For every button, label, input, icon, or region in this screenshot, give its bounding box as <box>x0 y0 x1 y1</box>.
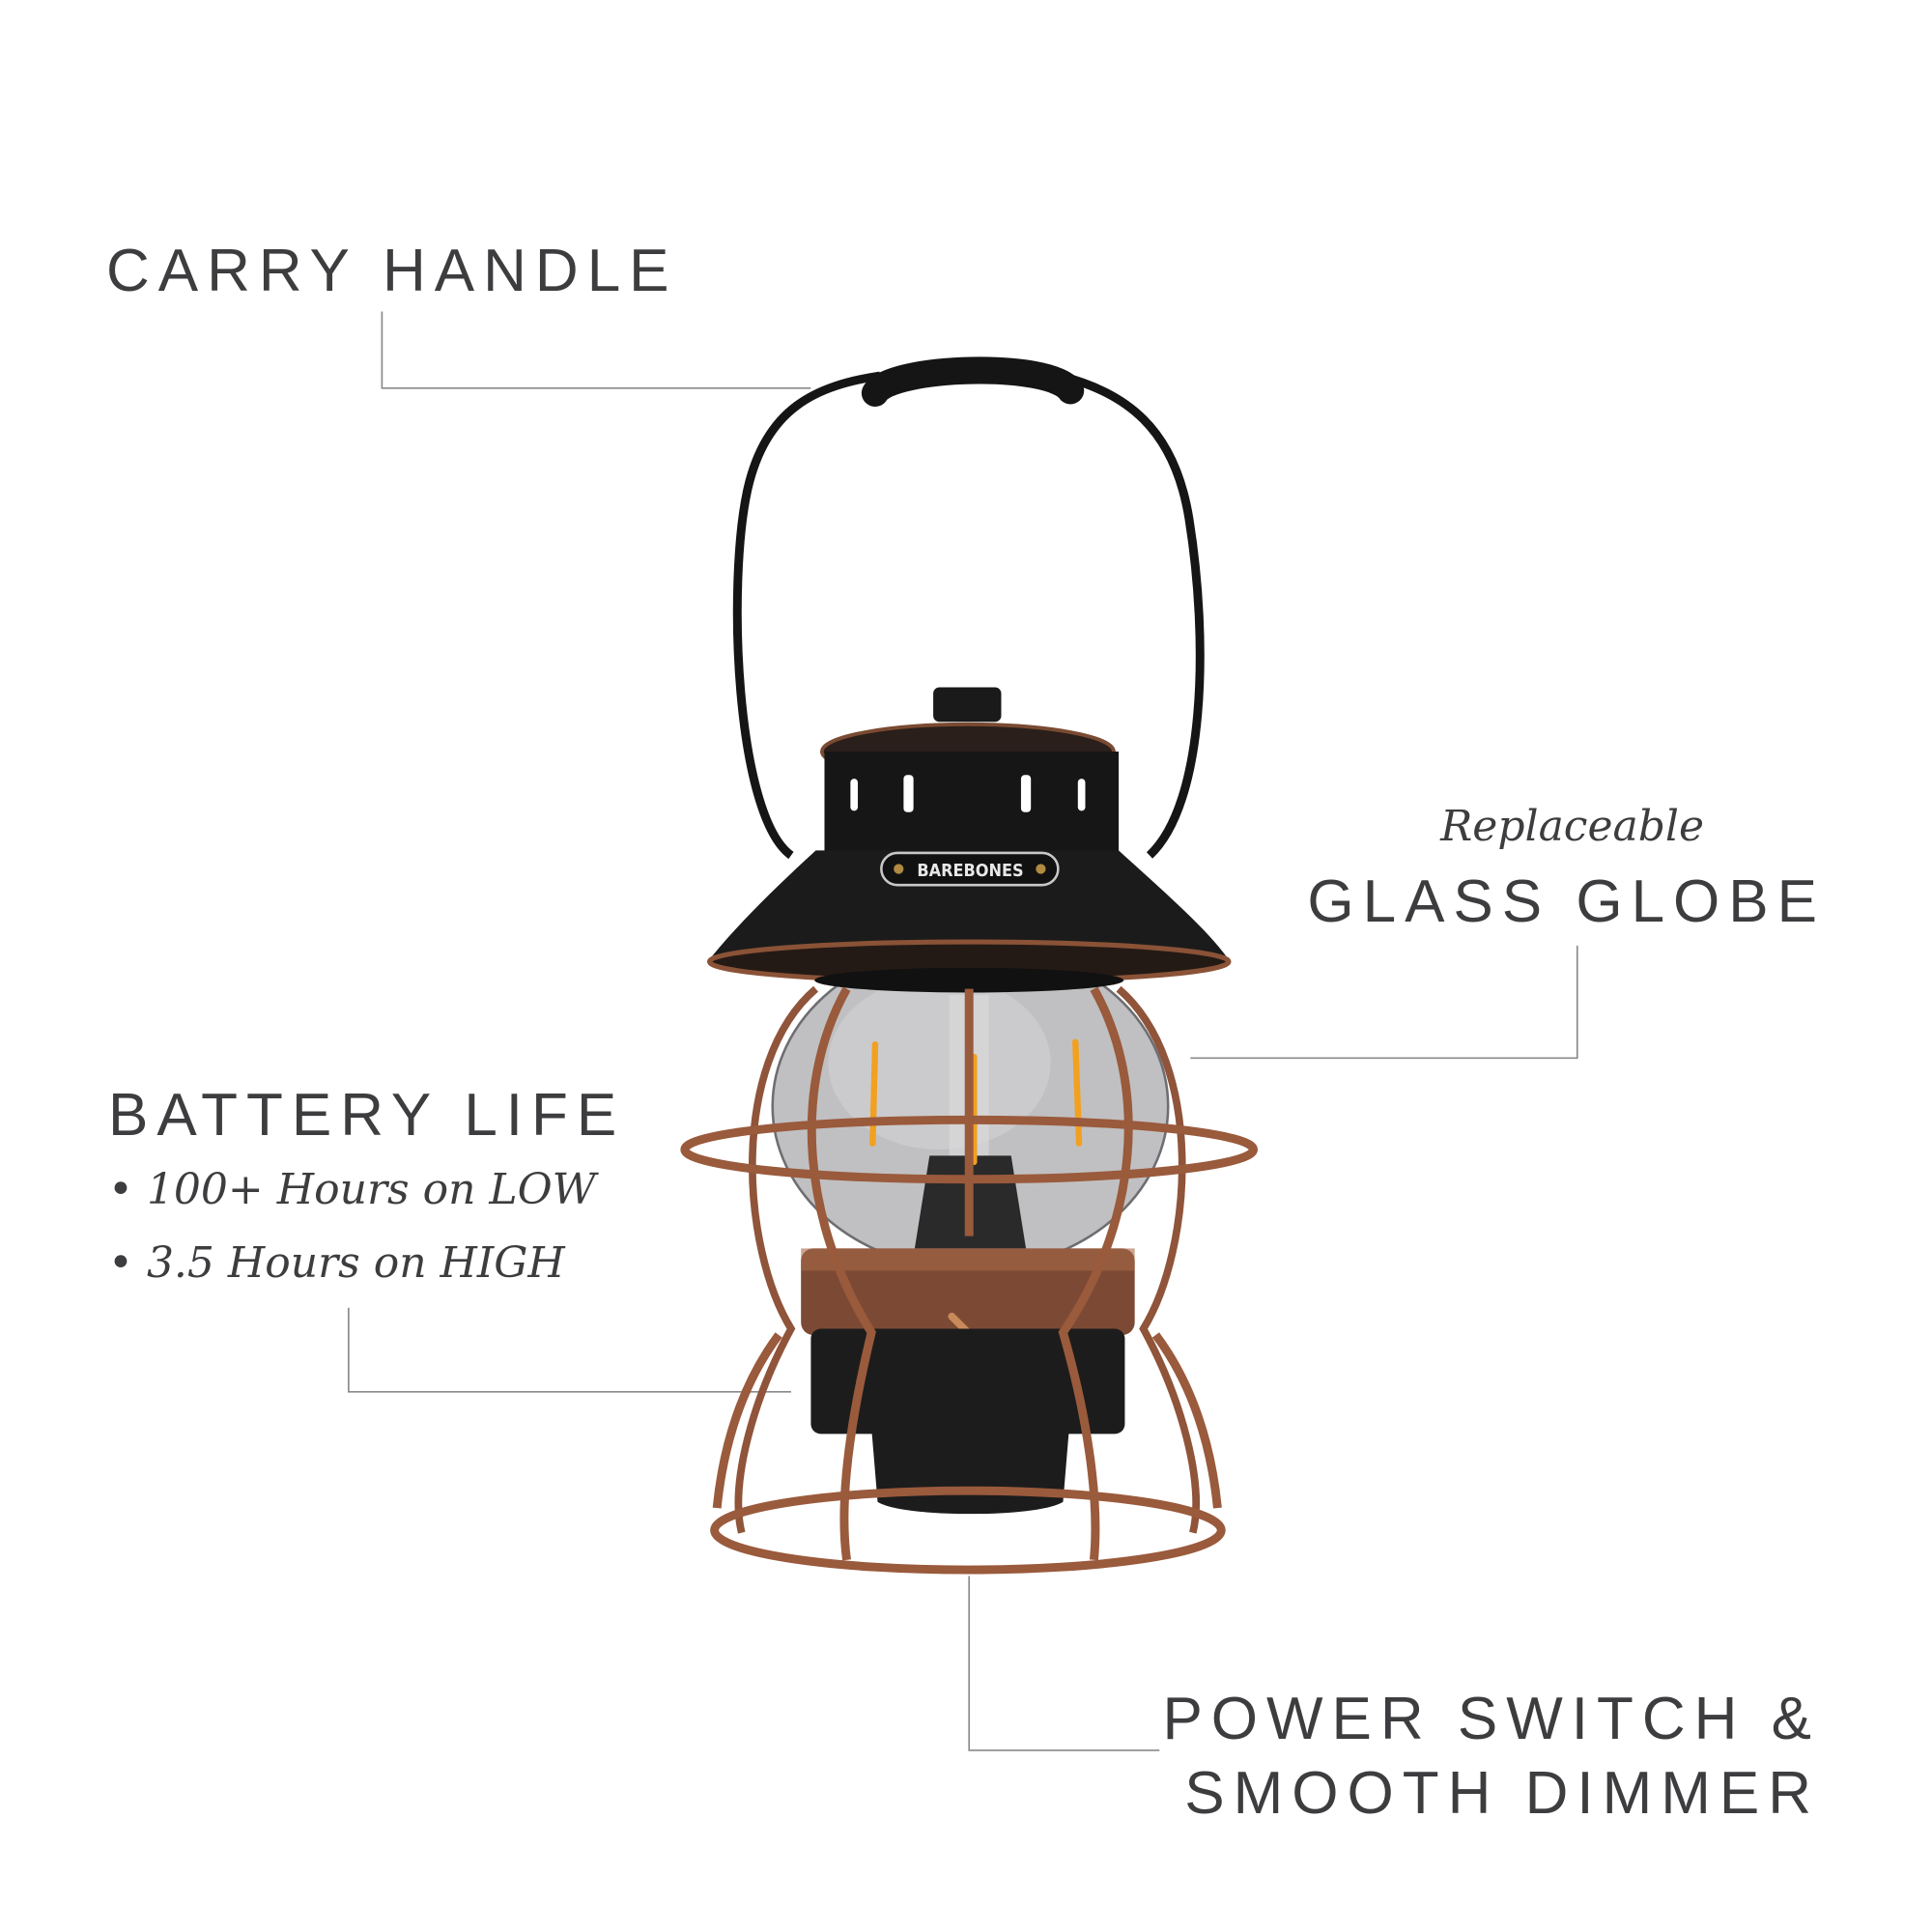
battery-base <box>810 1328 1125 1435</box>
lantern-hood <box>710 850 1228 958</box>
top-knob <box>933 687 1002 723</box>
power-switch-label-line1: POWER SWITCH & <box>1162 1686 1820 1752</box>
glass-globe-leader <box>1190 945 1578 1060</box>
battery-life-low: • 100+ Hours on LOW <box>108 1165 596 1214</box>
leader-lines <box>348 311 1578 1751</box>
led-filaments <box>869 1038 1083 1166</box>
glass-globe-label: GLASS GLOBE <box>1307 868 1826 935</box>
handle-grip <box>861 356 1085 407</box>
brand-badge-text: BAREBONES <box>917 861 1023 881</box>
cage-bottom-ring <box>710 1486 1226 1575</box>
handle-wire <box>732 371 1205 860</box>
power-switch-leader <box>968 1576 1160 1751</box>
glass-globe-prefix: Replaceable <box>1440 802 1704 851</box>
power-switch-label-line2: SMOOTH DIMMER <box>1184 1760 1820 1827</box>
carry-handle-leader <box>381 311 811 389</box>
brand-badge: BAREBONES <box>880 851 1060 887</box>
copper-cage <box>712 986 1222 1561</box>
battery-life-high: • 3.5 Hours on HIGH <box>108 1238 565 1288</box>
battery-life-label: BATTERY LIFE <box>108 1082 626 1149</box>
carry-handle-label: CARRY HANDLE <box>106 238 678 304</box>
battery-life-leader <box>348 1307 791 1393</box>
